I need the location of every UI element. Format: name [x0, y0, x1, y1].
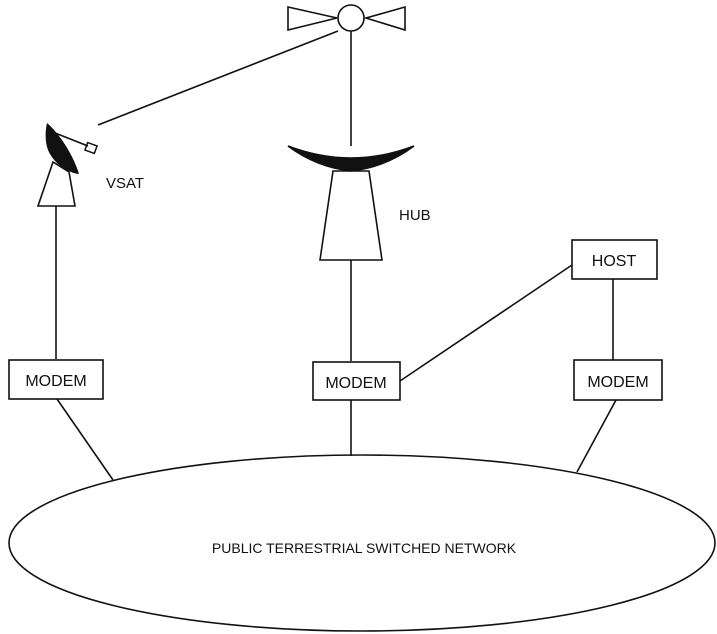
public-network-label: PUBLIC TERRESTRIAL SWITCHED NETWORK [212, 540, 517, 556]
right-modem-box [573, 359, 663, 401]
vsat-label: VSAT [106, 175, 144, 192]
vsat-feed-arm [49, 130, 89, 147]
left-modem-label: MODEM [25, 373, 86, 390]
vsat-feed-horn [83, 141, 99, 155]
left-modem-box [8, 359, 104, 400]
satellite-left-panel [287, 6, 338, 32]
satellite-right-panel [363, 5, 406, 32]
hub-dish [287, 145, 415, 172]
right-modem-label: MODEM [587, 374, 648, 391]
center-modem-label: MODEM [325, 375, 386, 392]
hub-antenna-base [319, 170, 383, 261]
vsat-antenna-base [36, 160, 76, 207]
center-modem-box [312, 361, 401, 401]
hub-antenna-icon [287, 145, 415, 261]
right-modem-to-network-link [576, 399, 617, 473]
host-box [571, 239, 658, 280]
satellite-to-vsat-link [97, 30, 339, 126]
left-modem-to-network-link [56, 398, 114, 481]
public-network-ellipse [8, 454, 716, 632]
vsat-antenna-icon [36, 123, 99, 207]
host-label: HOST [592, 253, 637, 270]
hub-label: HUB [399, 207, 431, 224]
center-modem-to-host-link [399, 264, 573, 382]
vsat-dish [45, 123, 79, 174]
